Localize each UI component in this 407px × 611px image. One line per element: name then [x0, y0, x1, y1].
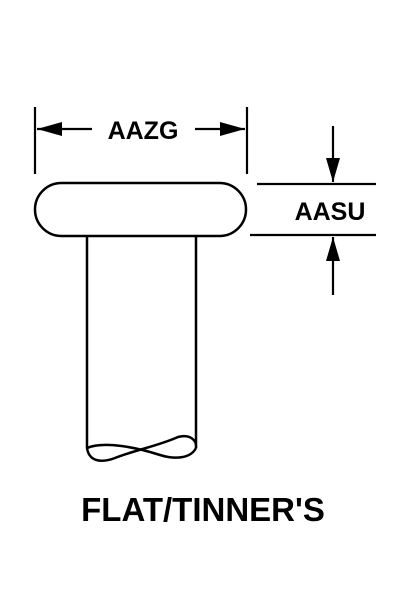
diameter-arrow-left — [37, 122, 62, 136]
rivet-shape — [33, 181, 248, 462]
shank-break-line — [86, 443, 198, 459]
rivet-type-caption: FLAT/TINNER'S — [81, 491, 325, 528]
rivet-shank — [85, 229, 198, 462]
head-diameter-label: AAZG — [108, 117, 179, 145]
head-height-label: AASU — [295, 198, 366, 226]
height-arrow-top — [326, 158, 340, 182]
height-arrow-bottom — [326, 237, 340, 261]
rivet-head — [33, 181, 248, 238]
diameter-arrow-right — [220, 122, 245, 136]
head-height-dimension — [250, 126, 376, 295]
